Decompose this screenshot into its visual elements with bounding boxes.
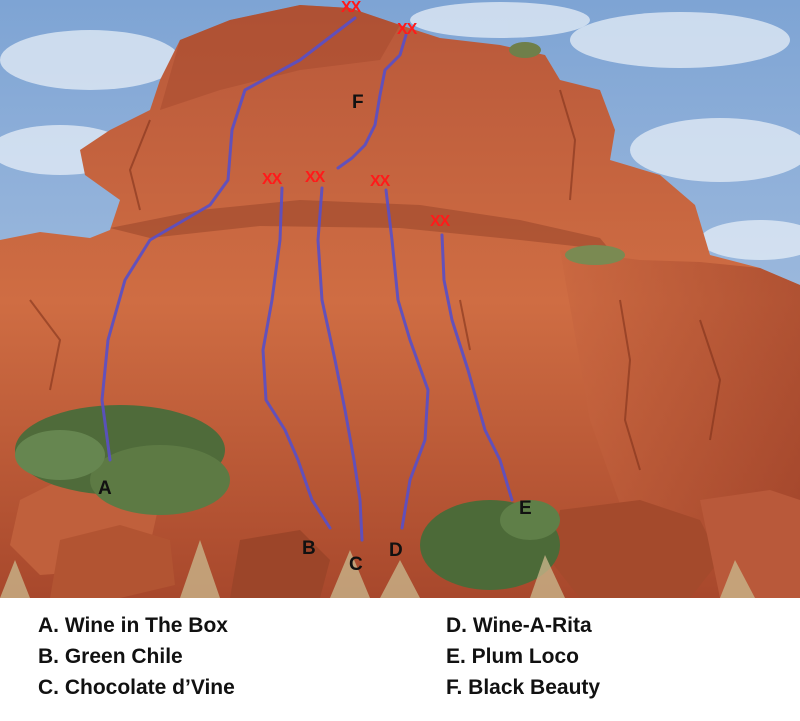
legend-item-c: C. Chocolate d’Vine <box>38 676 235 699</box>
legend-item-f: F. Black Beauty <box>446 676 601 699</box>
route-line-b <box>261 186 332 530</box>
rock-cracks <box>29 89 722 471</box>
route-label-c: C <box>349 554 363 575</box>
route-line-a <box>100 16 357 462</box>
anchor-mark: XX <box>305 169 326 186</box>
anchor-mark: XX <box>370 173 391 190</box>
anchor-mark: XX <box>430 213 451 230</box>
legend-item-b: B. Green Chile <box>38 645 183 668</box>
legend-item-d: D. Wine-A-Rita <box>446 614 592 637</box>
route-line-f <box>336 33 408 170</box>
anchor-mark: XX <box>397 21 418 38</box>
legend-column-left: A. Wine in The Box B. Green Chile C. Cho… <box>38 610 235 703</box>
boulders <box>10 465 800 598</box>
route-label-b: B <box>302 538 316 559</box>
route-labels: A B C D E F <box>98 92 532 575</box>
route-line-e <box>440 233 514 502</box>
rock-ledge <box>110 200 610 250</box>
route-anchors: XX XX XX XX XX XX <box>262 0 452 230</box>
bushes <box>15 42 625 590</box>
anchor-mark: XX <box>262 171 283 188</box>
clouds <box>0 2 800 260</box>
rock-right-face <box>560 250 800 560</box>
route-label-f: F <box>352 92 364 113</box>
route-lines <box>100 16 514 542</box>
anchor-mark: XX <box>341 0 362 16</box>
crag-photo: XX XX XX XX XX XX A B C D E F <box>0 0 800 598</box>
dry-grass <box>0 540 755 598</box>
route-line-d <box>384 188 430 530</box>
route-label-a: A <box>98 478 112 499</box>
route-label-d: D <box>389 540 403 561</box>
legend-item-e: E. Plum Loco <box>446 645 580 668</box>
route-line-c <box>316 186 364 542</box>
route-legend: A. Wine in The Box B. Green Chile C. Cho… <box>0 598 800 721</box>
legend-item-a: A. Wine in The Box <box>38 614 228 637</box>
legend-column-right: D. Wine-A-Rita E. Plum Loco F. Black Bea… <box>446 610 600 703</box>
route-label-e: E <box>519 498 532 519</box>
